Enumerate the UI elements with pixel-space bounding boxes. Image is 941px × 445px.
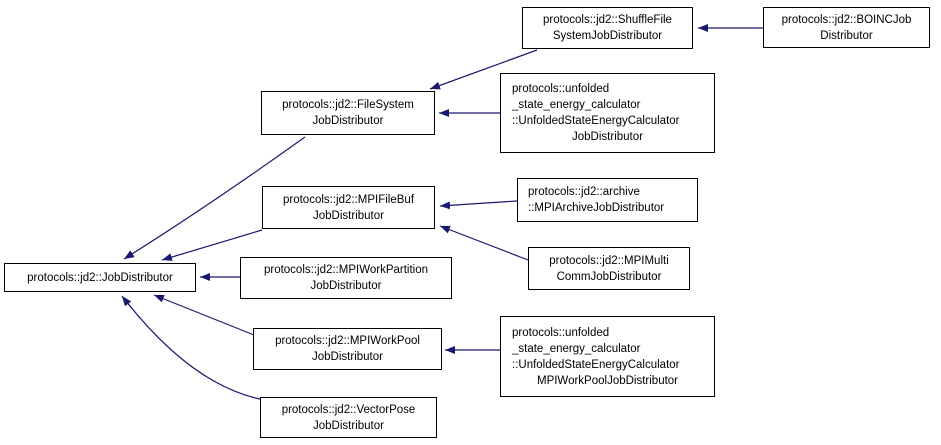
node-mpi-archive-label: protocols::jd2::archive ::MPIArchiveJobD… — [528, 186, 665, 214]
node-mpi-work-partition-label: protocols::jd2::MPIWorkPartition JobDist… — [263, 264, 429, 292]
edge-mpiarchive-to-mpifilebuf — [439, 200, 518, 210]
node-unfolded-mpi-label-head: protocols::unfolded _state_energy_calcul… — [512, 326, 680, 371]
node-mpi-multi-comm-label: protocols::jd2::MPIMulti CommJobDistribu… — [549, 254, 669, 283]
node-file-system-label: protocols::jd2::FileSystem JobDistributo… — [282, 99, 414, 127]
node-job-distributor[interactable]: protocols::jd2::JobDistributor — [4, 263, 196, 292]
node-shuffle-file-system-job-distributor[interactable]: protocols::jd2::ShuffleFile SystemJobDis… — [522, 7, 693, 49]
node-file-system-job-distributor[interactable]: protocols::jd2::FileSystem JobDistributo… — [261, 91, 435, 135]
node-job-distributor-label: protocols::jd2::JobDistributor — [27, 271, 173, 284]
node-mpi-work-pool-label: protocols::jd2::MPIWorkPool JobDistribut… — [275, 335, 420, 363]
edge-vectorpose-to-jobdistributor — [121, 295, 261, 400]
node-vector-pose-label: protocols::jd2::VectorPose JobDistributo… — [281, 403, 416, 432]
node-unfolded-state-energy-calculator-job-distributor[interactable]: protocols::unfolded _state_energy_calcul… — [500, 73, 715, 153]
node-boinc-job-distributor[interactable]: protocols::jd2::BOINCJob Distributor — [763, 7, 930, 48]
node-mpi-work-partition-job-distributor[interactable]: protocols::jd2::MPIWorkPartition JobDist… — [240, 257, 452, 299]
node-shuffle-file-label: protocols::jd2::ShuffleFile SystemJobDis… — [543, 14, 672, 42]
node-boinc-label: protocols::jd2::BOINCJob Distributor — [781, 13, 912, 42]
node-vector-pose-job-distributor[interactable]: protocols::jd2::VectorPose JobDistributo… — [260, 397, 437, 438]
node-mpi-work-pool-job-distributor[interactable]: protocols::jd2::MPIWorkPool JobDistribut… — [253, 328, 442, 370]
node-mpi-archive-job-distributor[interactable]: protocols::jd2::archive ::MPIArchiveJobD… — [517, 178, 698, 222]
node-unfolded-state-energy-calculator-mpi-work-pool-job-distributor[interactable]: protocols::unfolded _state_energy_calcul… — [500, 316, 715, 397]
edge-mpimulticomm-to-mpifilebuf — [439, 225, 529, 261]
edge-mpiworkpool-to-jobdistributor — [153, 294, 255, 336]
node-mpi-file-buf-job-distributor[interactable]: protocols::jd2::MPIFileBuf JobDistributo… — [262, 186, 435, 229]
node-unfolded-jd-label-tail: JobDistributor — [572, 131, 643, 143]
node-unfolded-jd-label-head: protocols::unfolded _state_energy_calcul… — [512, 83, 680, 127]
edge-filesystem-to-jobdistributor — [123, 136, 306, 260]
node-mpi-multi-comm-job-distributor[interactable]: protocols::jd2::MPIMulti CommJobDistribu… — [528, 247, 690, 290]
node-unfolded-mpi-label-tail: MPIWorkPoolJobDistributor — [536, 374, 679, 387]
edge-mpifilebuf-to-jobdistributor — [161, 229, 263, 261]
node-mpi-file-buf-label: protocols::jd2::MPIFileBuf JobDistributo… — [282, 193, 415, 222]
edge-shufflefile-to-filesystem — [429, 49, 538, 90]
